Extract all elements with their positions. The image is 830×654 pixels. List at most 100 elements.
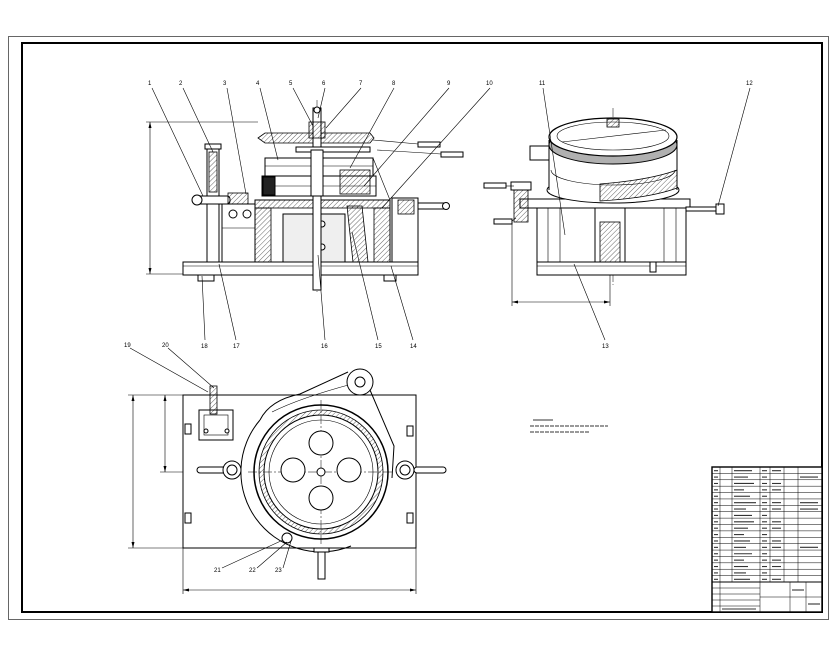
top-table-hole-bottom xyxy=(308,485,334,511)
side-base-stud xyxy=(649,261,657,273)
side-top-slot xyxy=(561,129,667,143)
top-bolt-lower-left xyxy=(184,512,192,524)
top-arm-pivot-pin xyxy=(354,376,366,388)
leader-line xyxy=(201,275,206,341)
top-left-clamp-inner xyxy=(203,414,229,436)
front-right-handle xyxy=(417,202,447,210)
side-width-arrow-left xyxy=(512,300,518,304)
balloon-label: 20 xyxy=(162,343,169,349)
front-top-leaders: 1 2 3 4 5 6 7 8 9 10 xyxy=(148,81,493,209)
balloon-label: 17 xyxy=(233,344,240,350)
front-left-clamp-bolt-b xyxy=(242,209,252,219)
front-left-clamp-nut xyxy=(227,192,249,205)
top-bolt-lower-right xyxy=(406,512,414,524)
drawing-frame xyxy=(21,42,823,613)
balloon-label: 21 xyxy=(214,568,221,574)
balloon-label: 3 xyxy=(223,81,227,87)
leader-line xyxy=(167,347,215,389)
front-housing-right-wall xyxy=(373,207,391,263)
front-tag-leader-b xyxy=(376,149,442,155)
front-foot-left xyxy=(197,274,215,282)
side-right-handle xyxy=(685,206,717,212)
leader-line xyxy=(292,87,314,127)
balloon-label: 16 xyxy=(321,344,328,350)
top-width-arrow-left xyxy=(183,588,189,592)
leader-line xyxy=(317,254,326,341)
balloon-label: 1 xyxy=(148,81,152,87)
front-left-clamp-bolt-a xyxy=(228,209,238,219)
front-left-post-cap xyxy=(204,143,222,150)
front-tag-leader-a xyxy=(372,139,419,145)
balloon-label: 5 xyxy=(289,81,293,87)
balloon-label: 15 xyxy=(375,344,382,350)
front-height-arrow-top xyxy=(148,122,152,128)
balloon-label: 6 xyxy=(322,81,326,87)
front-right-clamp-nut xyxy=(397,199,415,215)
title-block-border xyxy=(711,466,823,613)
side-column-section xyxy=(599,221,621,263)
top-lower-boss xyxy=(281,532,293,544)
side-left-post xyxy=(513,189,529,223)
leader-line xyxy=(390,265,414,341)
top-bolt-upper-right xyxy=(406,425,414,437)
top-right-handle-hub-inner xyxy=(399,464,411,476)
leader-line xyxy=(317,87,326,119)
top-table-hole-right xyxy=(336,457,362,483)
top-bottom-stem xyxy=(317,551,326,580)
front-foot-right xyxy=(383,274,397,282)
balloon-label: 9 xyxy=(447,81,451,87)
leader-line xyxy=(151,87,204,197)
balloon-label: 22 xyxy=(249,568,256,574)
top-arm-edge-left xyxy=(259,371,349,421)
front-left-clamp-block xyxy=(221,203,259,263)
leader-line xyxy=(573,263,606,341)
front-housing-top-band xyxy=(254,199,391,209)
side-right-handle-knob xyxy=(715,203,725,215)
leader-line xyxy=(363,87,450,187)
leader-line xyxy=(717,87,751,207)
leader-line xyxy=(259,87,279,161)
side-body-section xyxy=(599,169,678,202)
front-screw-nut xyxy=(308,121,326,139)
balloon-label: 18 xyxy=(201,344,208,350)
top-left-handle-hub-inner xyxy=(226,464,238,476)
side-base-plate xyxy=(536,261,687,276)
front-left-post-section xyxy=(208,151,218,193)
top-inner-arrow-top xyxy=(163,395,167,401)
balloon-label: 7 xyxy=(359,81,363,87)
side-middle-ring xyxy=(550,169,676,186)
side-width-arrow-right xyxy=(604,300,610,304)
front-view: 1 2 3 4 5 6 7 8 9 10 18 17 1 xyxy=(146,81,493,350)
balloon-label: 11 xyxy=(539,81,546,87)
top-arm-inner-edge xyxy=(271,383,353,413)
balloon-label: 10 xyxy=(486,81,493,87)
top-table-center-hole xyxy=(316,467,326,477)
side-view: 11 12 13 xyxy=(483,81,753,350)
front-slope-line xyxy=(372,157,391,201)
front-upper-plate xyxy=(295,146,371,153)
leader-line xyxy=(282,540,292,569)
leader-line xyxy=(542,87,566,236)
front-tag-box-b xyxy=(440,151,464,158)
side-tag-box-a xyxy=(483,182,507,189)
outer-border xyxy=(8,36,829,620)
front-bottom-leaders: 18 17 16 15 14 xyxy=(201,231,417,350)
leader-line xyxy=(218,263,237,341)
top-left-clamp-bolt-b xyxy=(224,428,230,434)
leader-line xyxy=(325,87,362,129)
top-table-hole-left xyxy=(280,457,306,483)
top-arm-edge-right xyxy=(369,389,395,479)
balloon-label: 4 xyxy=(256,81,260,87)
balloon-label: 19 xyxy=(124,343,131,349)
top-bolt-upper-left xyxy=(184,423,192,435)
top-view: 19 20 21 22 23 xyxy=(124,343,447,594)
top-table-hole-top xyxy=(308,430,334,456)
top-left-clamp-screw xyxy=(209,385,218,415)
leader-line xyxy=(221,539,284,569)
top-left-clamp-bolt-a xyxy=(203,428,209,434)
leader-line xyxy=(381,87,491,209)
front-left-handle-knob xyxy=(191,194,203,206)
balloon-label: 8 xyxy=(392,81,396,87)
balloon-label: 12 xyxy=(746,81,753,87)
